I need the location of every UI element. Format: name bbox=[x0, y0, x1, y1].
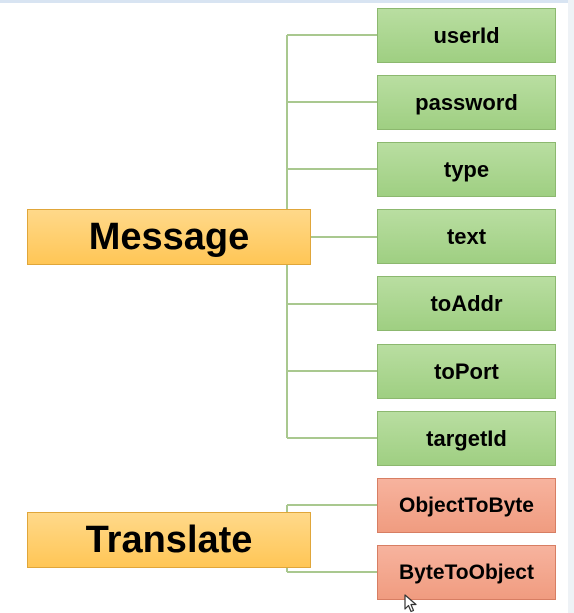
translate-node: Translate bbox=[27, 512, 311, 568]
field-label: toAddr bbox=[430, 290, 503, 316]
field-node-targetId: targetId bbox=[377, 411, 556, 466]
field-label: type bbox=[443, 156, 490, 182]
field-node-text: text bbox=[377, 209, 556, 264]
translate-label: Translate bbox=[85, 518, 253, 561]
field-node-toPort: toPort bbox=[377, 344, 556, 399]
field-label: text bbox=[446, 223, 487, 249]
field-node-type: type bbox=[377, 142, 556, 197]
message-node: Message bbox=[27, 209, 311, 265]
method-node-ByteToObject: ByteToObject bbox=[377, 545, 556, 600]
field-label: userId bbox=[433, 22, 500, 48]
top-border bbox=[0, 0, 574, 3]
mouse-pointer-icon bbox=[404, 594, 417, 613]
method-label: ObjectToByte bbox=[399, 493, 534, 517]
method-node-ObjectToByte: ObjectToByte bbox=[377, 478, 556, 533]
field-node-toAddr: toAddr bbox=[377, 276, 556, 331]
field-node-userId: userId bbox=[377, 8, 556, 63]
field-label: password bbox=[415, 89, 518, 115]
right-border bbox=[568, 0, 574, 613]
message-label: Message bbox=[88, 215, 250, 258]
field-node-password: password bbox=[377, 75, 556, 130]
field-label: toPort bbox=[434, 358, 499, 384]
field-label: targetId bbox=[426, 425, 507, 451]
method-label: ByteToObject bbox=[399, 560, 534, 584]
